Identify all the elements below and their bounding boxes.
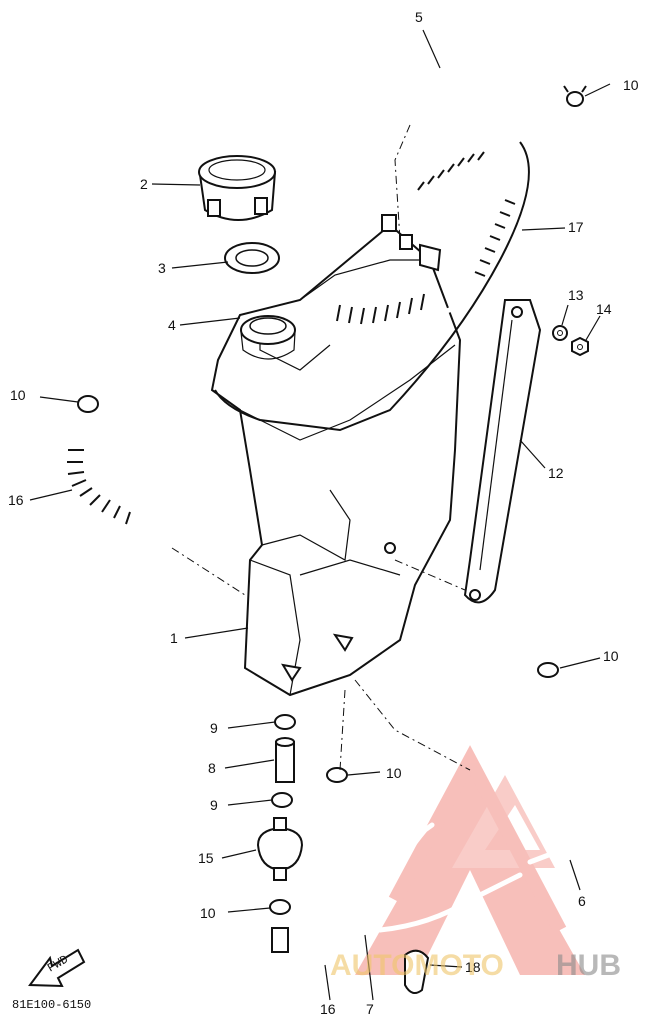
callout-10-top: 10 (623, 77, 639, 93)
callout-10-left: 10 (10, 387, 26, 403)
fwd-arrow: FWD (28, 948, 86, 988)
callout-5: 5 (415, 9, 423, 25)
fuel-filter-14 (256, 817, 304, 881)
callout-15: 16 (8, 492, 24, 508)
reservoir-cap (198, 155, 277, 221)
assembly-lines (171, 124, 471, 771)
callout-2: 2 (140, 176, 148, 192)
nut-13 (571, 336, 589, 357)
hose-6 (527, 695, 608, 865)
watermark-brand-b: HUB (556, 949, 621, 982)
callout-3: 3 (158, 260, 166, 276)
callout-13: 14 (596, 301, 612, 317)
callout-17: 17 (568, 219, 584, 235)
diagram-part-code: 81E100-6150 (12, 998, 91, 1012)
callout-9-upper: 9 (210, 720, 218, 736)
hose-16 (271, 917, 353, 972)
callout-9-lower: 9 (210, 797, 218, 813)
lower-clip-10-left (269, 899, 291, 915)
hose-5 (415, 24, 578, 108)
watermark-logo (355, 745, 585, 975)
callout-4: 4 (168, 317, 176, 333)
reservoir-tank (210, 214, 462, 697)
cap-gasket (224, 242, 280, 274)
callout-10-right: 10 (603, 648, 619, 664)
watermark-brand-a: AUTOMOTO (330, 949, 504, 982)
callout-14: 15 (198, 850, 214, 866)
washer-12 (552, 325, 568, 341)
hose-17 (214, 141, 533, 432)
callout-12: 13 (568, 287, 584, 303)
callout-1: 1 (170, 630, 178, 646)
callout-10-lower-left: 10 (200, 905, 216, 921)
callout-labels: 2 3 4 5 10 17 13 14 12 10 16 1 9 8 9 15 … (8, 9, 639, 1017)
tank-stay (463, 299, 542, 604)
callout-6: 6 (578, 893, 586, 909)
callout-7: 7 (366, 1001, 374, 1017)
watermark-text: AUTOMOTO HUB (330, 949, 621, 982)
hose-8 (275, 737, 295, 783)
callout-18: 18 (465, 959, 481, 975)
hose-7 (333, 802, 523, 933)
callout-16: 16 (320, 1001, 336, 1017)
lower-clip-10-center (326, 767, 348, 783)
lower-clip-9a (274, 714, 296, 730)
lower-clip-9b (271, 792, 293, 808)
callout-10-center: 10 (386, 765, 402, 781)
clamp-18 (404, 949, 430, 995)
callout-11: 12 (548, 465, 564, 481)
callout-8: 8 (208, 760, 216, 776)
hose-15 (67, 395, 158, 543)
lower-clip-10-right (537, 662, 559, 678)
leader-lines (29, 29, 611, 1001)
clip-10-top (563, 85, 587, 107)
